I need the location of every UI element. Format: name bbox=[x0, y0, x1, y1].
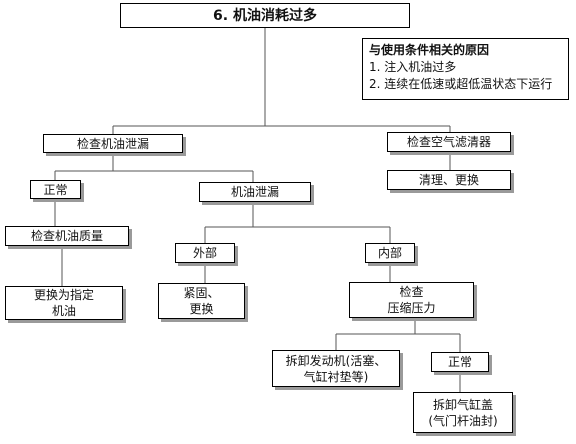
node-normal-2: 正常 bbox=[431, 352, 489, 372]
causes-note: 与使用条件相关的原因 1. 注入机油过多 2. 连续在低速或超低温状态下运行 bbox=[362, 38, 569, 100]
node-label-line: (气门杆油封) bbox=[428, 413, 498, 428]
node-external: 外部 bbox=[175, 243, 235, 263]
node-label: 清理、更换 bbox=[418, 173, 479, 187]
node-remove-head: 拆卸气缸盖 (气门杆油封) bbox=[413, 392, 513, 433]
node-normal-1: 正常 bbox=[30, 180, 81, 199]
cause-item: 2. 连续在低速或超低温状态下运行 bbox=[369, 77, 553, 91]
node-label-line: 拆卸气缸盖 bbox=[432, 397, 493, 412]
node-label-line: 更换 bbox=[189, 302, 214, 316]
node-label: 检查机油质量 bbox=[30, 229, 103, 243]
page-title-text: 6. 机油消耗过多 bbox=[213, 7, 317, 24]
node-label: 检查机油泄漏 bbox=[76, 136, 149, 151]
cause-item: 1. 注入机油过多 bbox=[369, 60, 457, 74]
node-label-line: 机油 bbox=[51, 304, 76, 318]
node-label-line: 更换为指定 bbox=[33, 288, 94, 302]
node-oil-leak: 机油泄漏 bbox=[199, 182, 311, 202]
node-label: 内部 bbox=[377, 246, 402, 260]
node-check-air-filter: 检查空气滤清器 bbox=[387, 132, 511, 152]
node-check-oil-quality: 检查机油质量 bbox=[5, 226, 129, 246]
node-label-line: 拆卸发动机(活塞、 bbox=[285, 353, 387, 368]
node-label: 外部 bbox=[192, 246, 217, 260]
node-check-compression: 检查 压缩压力 bbox=[349, 282, 474, 318]
node-internal: 内部 bbox=[365, 243, 415, 263]
node-check-leak: 检查机油泄漏 bbox=[43, 134, 183, 153]
node-replace-oil: 更换为指定 机油 bbox=[5, 286, 123, 320]
node-label-line: 气缸衬垫等) bbox=[303, 369, 369, 384]
node-tighten-replace: 紧固、 更换 bbox=[158, 283, 245, 319]
node-clean-replace: 清理、更换 bbox=[387, 170, 511, 190]
node-label: 正常 bbox=[447, 355, 472, 369]
causes-heading: 与使用条件相关的原因 bbox=[369, 43, 490, 57]
node-label: 机油泄漏 bbox=[230, 185, 279, 199]
node-label-line: 压缩压力 bbox=[387, 301, 436, 315]
node-disassemble-engine: 拆卸发动机(活塞、 气缸衬垫等) bbox=[272, 350, 400, 387]
page-title: 6. 机油消耗过多 bbox=[120, 3, 410, 28]
node-label: 正常 bbox=[43, 182, 68, 197]
node-label-line: 检查 bbox=[399, 285, 424, 299]
node-label: 检查空气滤清器 bbox=[406, 135, 491, 149]
node-label-line: 紧固、 bbox=[183, 286, 220, 300]
